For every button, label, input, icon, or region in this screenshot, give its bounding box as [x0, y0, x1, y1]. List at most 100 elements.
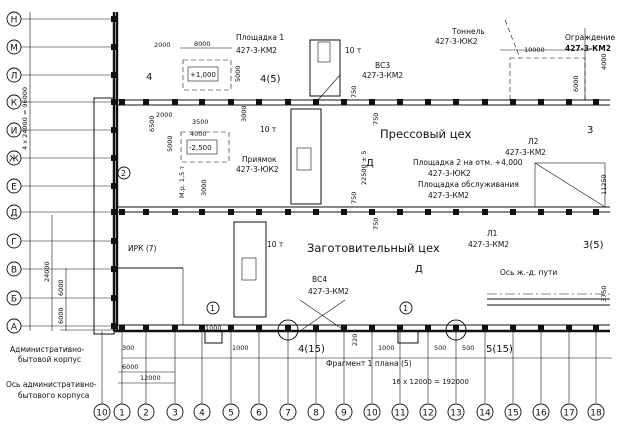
dim-6000-right: 6000 — [572, 75, 580, 92]
dimension-lines — [29, 12, 612, 384]
building-structure — [60, 12, 610, 344]
blank-shop-label: Заготовительный цех — [307, 241, 440, 255]
l1-ref: 427-3-КМ2 — [468, 240, 509, 249]
column-axis-bubble: 4 — [193, 403, 211, 421]
svg-text:6: 6 — [256, 409, 262, 419]
admin-building-label: Административно- — [10, 345, 85, 354]
dim-4000-right: 4000 — [600, 53, 608, 70]
svg-text:Ж: Ж — [9, 155, 19, 165]
column-post — [119, 209, 125, 215]
svg-text:13: 13 — [450, 409, 461, 419]
room-mark-upper: Д — [366, 158, 374, 169]
section-4-ref: 4(5) — [260, 74, 281, 85]
svg-text:М: М — [10, 44, 18, 54]
svg-text:Н: Н — [11, 16, 18, 26]
column-post — [510, 209, 516, 215]
column-post — [313, 209, 319, 215]
platform2-ref: 427-3-ЮК2 — [428, 169, 471, 178]
railway-axis-label: Ось ж.-д. пути — [500, 268, 557, 277]
dim-12000: 12000 — [140, 374, 161, 382]
row-axis-bubble: Н — [6, 11, 22, 27]
svg-text:А: А — [11, 323, 18, 333]
row-axis-bubble: Л — [6, 67, 22, 83]
section-3-ref: 3(5) — [583, 240, 604, 251]
dim-total: 16 х 12000 = 192000 — [392, 378, 469, 386]
column-post — [453, 209, 459, 215]
dim-1000-a: 1000 — [232, 344, 249, 352]
node-5-15: 5(15) — [486, 344, 513, 355]
dim-4000-mid: 4000 — [190, 130, 207, 138]
wall-column — [111, 16, 117, 22]
column-post — [593, 99, 599, 105]
column-axis-bubble: 12 — [419, 403, 437, 421]
svg-text:3: 3 — [172, 409, 178, 419]
dim-3500: 3500 — [192, 118, 209, 126]
column-axis-bubble: 5 — [222, 403, 240, 421]
svg-text:К: К — [11, 99, 18, 109]
dim-300: 300 — [122, 344, 134, 352]
dim-5000: 5000 — [234, 65, 242, 82]
crane-10t-low: 10 т — [267, 240, 284, 249]
room-mark-lower: Д — [415, 264, 423, 275]
dim-22500: 22500 ± 5 — [360, 151, 368, 185]
svg-text:Г: Г — [11, 238, 17, 248]
svg-text:10: 10 — [366, 409, 378, 419]
column-axis-bubble: 1 — [113, 403, 131, 421]
admin-axis-label: Ось административно- — [6, 380, 97, 389]
dim-1000-c: 1000 — [205, 324, 222, 332]
crane-capacity-label: М.р. 1,5 т — [178, 166, 186, 198]
vs3-ref: 427-3-КМ2 — [362, 71, 403, 80]
svg-text:15: 15 — [507, 409, 518, 419]
column-post — [482, 209, 488, 215]
column-post — [425, 209, 431, 215]
row-axis-bubble: Б — [6, 290, 22, 306]
svg-text:16: 16 — [535, 409, 547, 419]
column-post — [538, 209, 544, 215]
grid-lines — [20, 18, 597, 403]
dim-8000: 8000 — [194, 40, 211, 48]
row-axis-bubble: Д — [6, 204, 22, 220]
dim-220: 220 — [351, 334, 359, 346]
wall-column — [111, 183, 117, 189]
column-post — [538, 325, 544, 331]
column-post — [172, 325, 178, 331]
dim-3000-a: 3000 — [240, 105, 248, 122]
column-post — [143, 325, 149, 331]
column-post — [313, 325, 319, 331]
dim-6500: 6500 — [148, 115, 156, 132]
wall-column — [111, 44, 117, 50]
admin-building-label-2: бытовой корпус — [18, 355, 81, 364]
service-platform-ref: 427-3-КМ2 — [428, 191, 469, 200]
svg-text:Б: Б — [11, 295, 17, 305]
column-post — [172, 99, 178, 105]
svg-text:9: 9 — [341, 409, 347, 419]
svg-text:Е: Е — [11, 183, 17, 193]
column-post — [397, 99, 403, 105]
column-axis-bubble: 10 — [363, 403, 381, 421]
column-post — [285, 209, 291, 215]
column-post — [199, 325, 205, 331]
column-post — [397, 209, 403, 215]
wall-column — [111, 209, 117, 215]
irk-label: ИРК (7) — [128, 244, 157, 253]
column-axis-bubble: 18 — [587, 403, 605, 421]
l2-label: Л2 — [528, 137, 539, 146]
wall-column — [111, 323, 117, 329]
column-post — [256, 325, 262, 331]
l2-ref: 427-3-КМ2 — [505, 148, 546, 157]
dim-750-c: 750 — [350, 192, 358, 204]
column-post — [256, 99, 262, 105]
tunnel-ref: 427-3-ЮК2 — [435, 37, 478, 46]
column-axis-bubble: 17 — [560, 403, 578, 421]
row-axis-bubble: В — [6, 261, 22, 277]
wall-column — [111, 155, 117, 161]
dim-2000-top: 2000 — [154, 41, 171, 49]
column-post — [341, 209, 347, 215]
row-axis-bubble: К — [6, 94, 22, 110]
column-post — [593, 325, 599, 331]
dim-750-d: 750 — [372, 218, 380, 230]
column-post — [143, 99, 149, 105]
structural-columns — [111, 16, 599, 331]
